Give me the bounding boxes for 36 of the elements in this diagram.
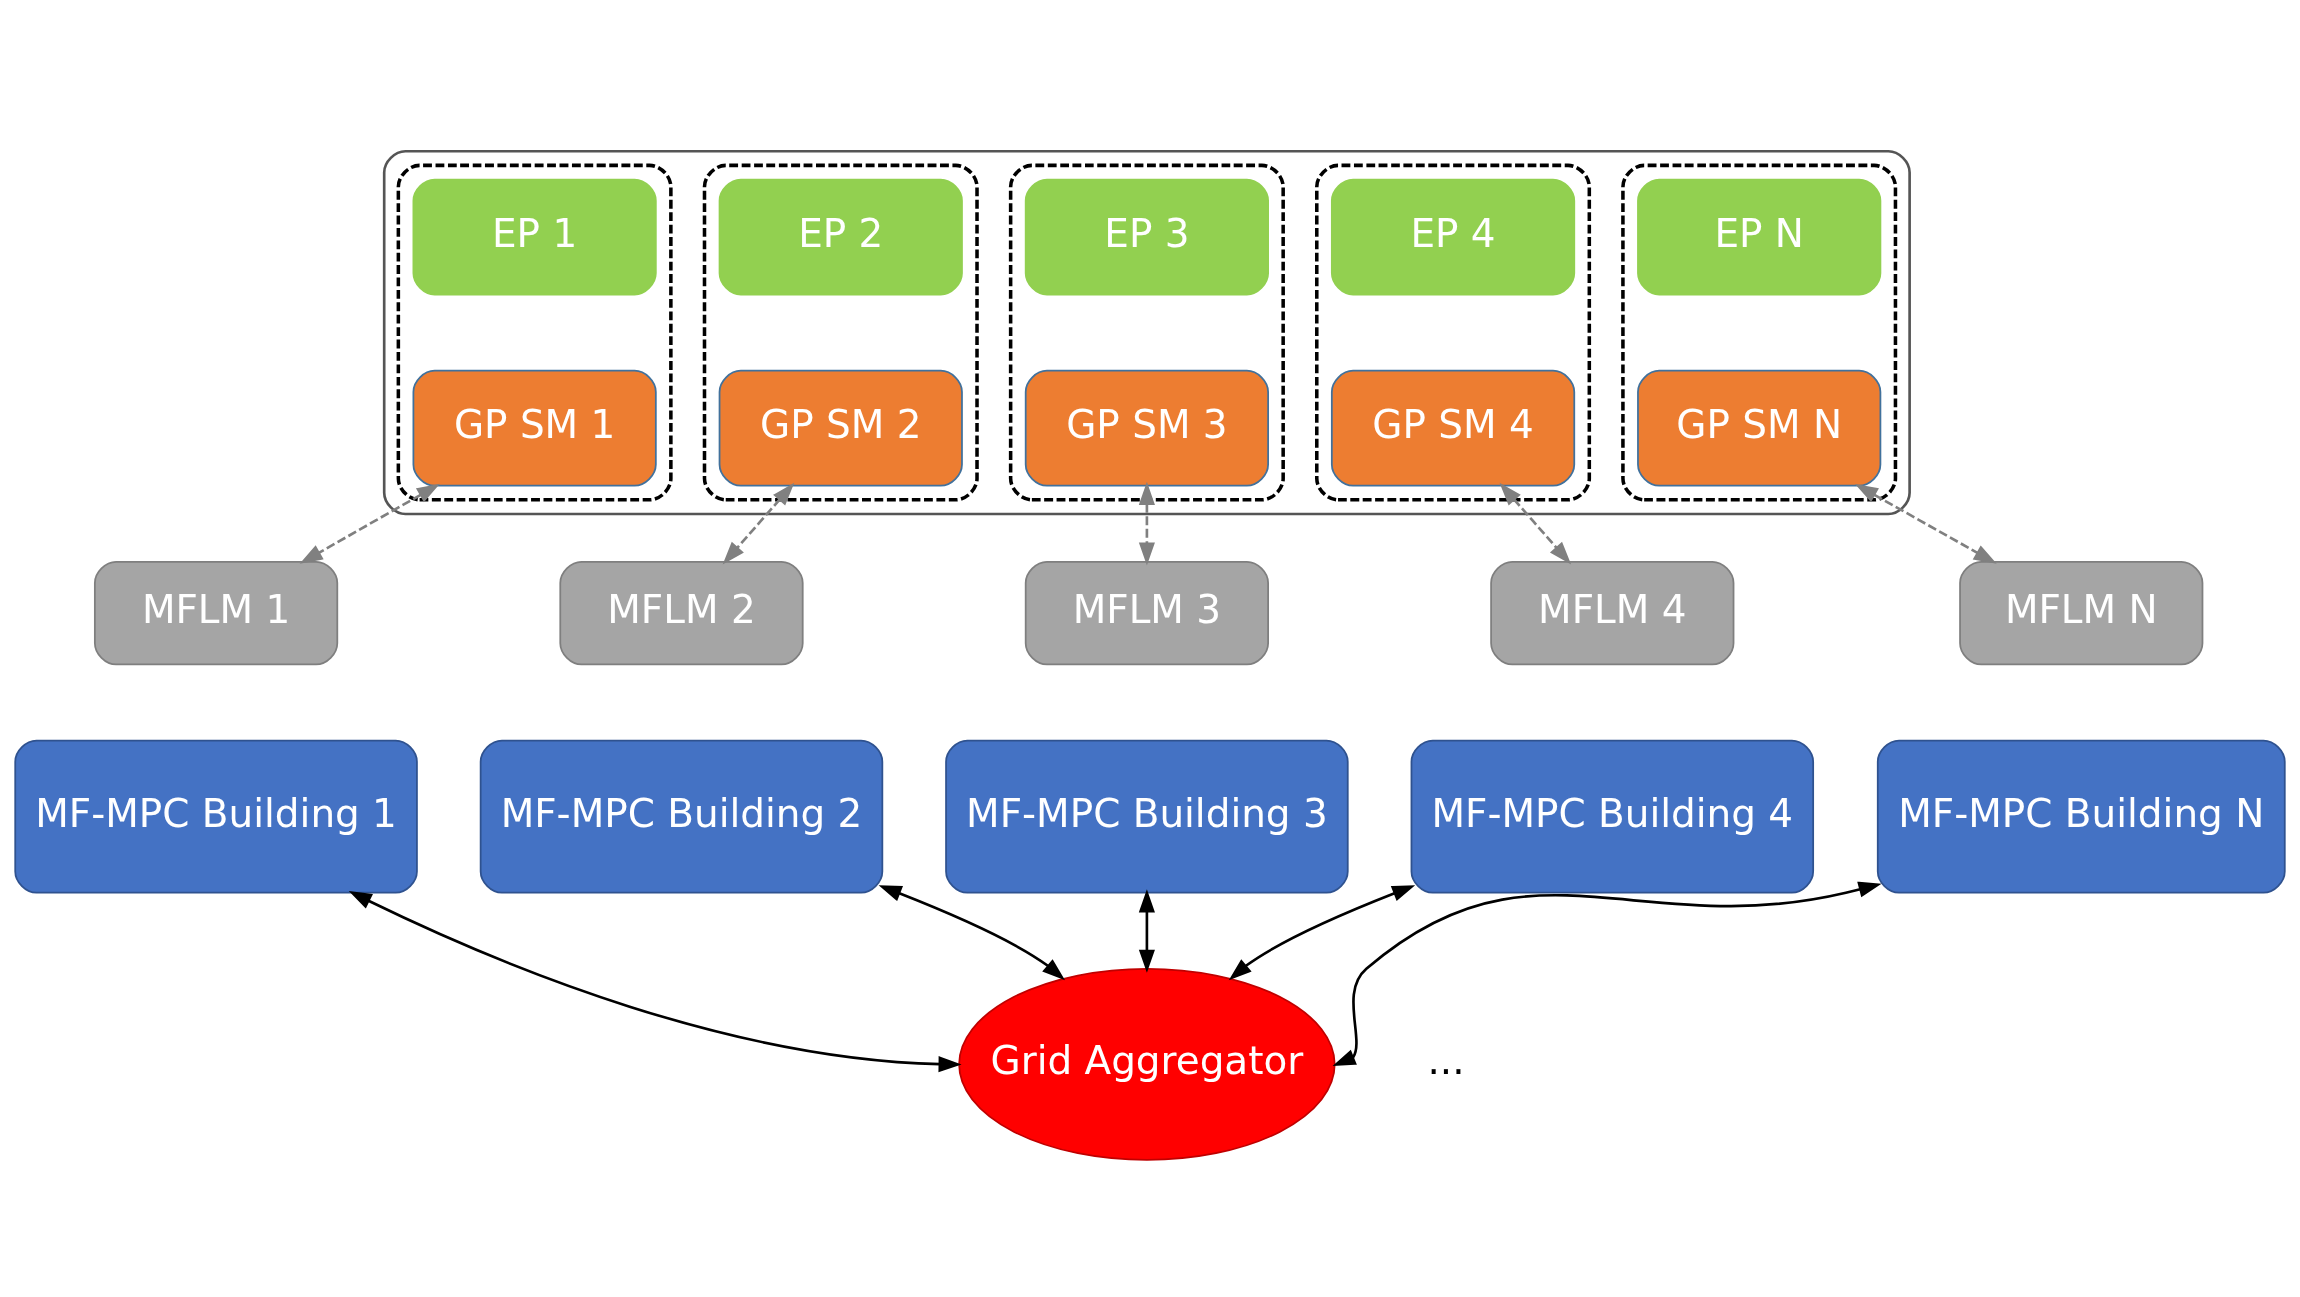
node-box: MFLM 4 <box>1490 560 1735 666</box>
node-box: GP SM 2 <box>718 369 963 487</box>
node-box: MF-MPC Building 4 <box>1410 739 1815 894</box>
arrow <box>1499 482 1572 565</box>
arrow <box>348 891 962 1073</box>
arrow <box>1138 889 1155 973</box>
node-box: MFLM 2 <box>559 560 804 666</box>
node-box: MF-MPC Building 3 <box>945 739 1349 894</box>
arrow <box>1854 483 1997 564</box>
node-box: MF-MPC Building 1 <box>14 739 418 894</box>
arrow <box>722 482 795 565</box>
node-box: MF-MPC Building 2 <box>479 739 884 894</box>
node-box: MF-MPC Building N <box>1876 739 2286 894</box>
node-box: EP 4 <box>1330 178 1576 296</box>
cluster <box>1008 163 1285 502</box>
arrow <box>1332 881 1882 1066</box>
node-box: GP SM 1 <box>412 369 657 487</box>
arrow <box>878 885 1066 981</box>
node-box: EP 1 <box>412 178 657 296</box>
node-box: MFLM N <box>1959 560 2204 666</box>
cluster <box>1315 163 1592 502</box>
cluster <box>382 149 1911 516</box>
arrow <box>299 483 440 564</box>
arrow <box>1228 885 1416 981</box>
node-box: GP SM N <box>1637 369 1882 487</box>
node-box: MFLM 3 <box>1024 560 1269 666</box>
label: ... <box>1427 1038 1465 1084</box>
node-box: GP SM 4 <box>1330 369 1576 487</box>
node-ellipse: Grid Aggregator <box>958 967 1336 1161</box>
node-box: GP SM 3 <box>1024 369 1269 487</box>
cluster <box>702 163 979 502</box>
node-box: MFLM 1 <box>93 560 339 666</box>
node-box: EP N <box>1637 178 1882 296</box>
node-box: EP 3 <box>1024 178 1269 296</box>
arrow <box>1138 481 1155 566</box>
node-box: EP 2 <box>718 178 963 296</box>
